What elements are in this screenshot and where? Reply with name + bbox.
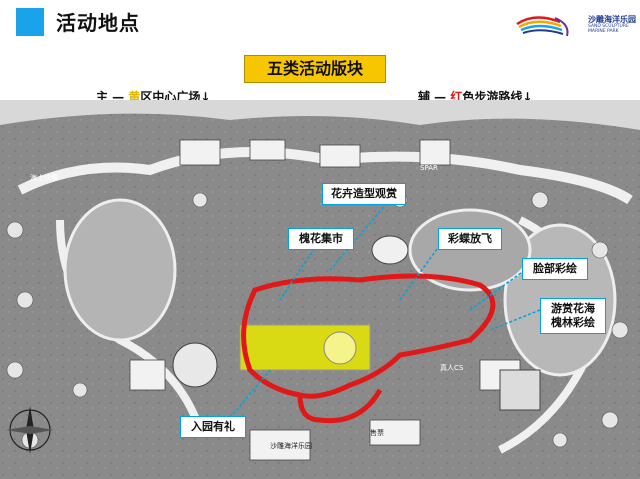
- park-map: 海上快餐 SPAR 真人CS 沙雕海洋乐园 售票: [0, 100, 640, 479]
- logo-subtext: SAND SCULPTURE MARINE PARK: [588, 24, 629, 34]
- ticket-label: 售票: [370, 428, 384, 437]
- butterfly-sculpture: [371, 235, 409, 265]
- compass-icon: [6, 406, 54, 454]
- gate-label: 沙雕海洋乐园: [270, 441, 312, 450]
- title-marker: [16, 8, 44, 36]
- spa-label: SPAR: [420, 164, 438, 172]
- sea-food-label: 海上快餐: [30, 173, 58, 182]
- tree-cluster: [6, 191, 629, 449]
- callout-butterfly: 彩蝶放飞: [438, 228, 502, 250]
- west-pond: [63, 198, 177, 342]
- central-plaza: [323, 331, 357, 365]
- callout-entry-gift: 入园有礼: [180, 416, 246, 438]
- red-route-loop: [297, 388, 383, 424]
- fountain-tower: [499, 369, 541, 411]
- callout-locust-market: 槐花集市: [288, 228, 354, 250]
- callout-flower-sea: 游赏花海 槐林彩绘: [540, 298, 606, 334]
- page-header: 活动地点 沙雕海洋乐园 SAND SCULPTURE MARINE PARK: [0, 0, 640, 48]
- park-logo: [516, 16, 569, 37]
- sea-area: [0, 100, 640, 130]
- page-title: 活动地点: [56, 11, 140, 35]
- cs-label: 真人CS: [440, 363, 464, 372]
- callout-face-paint: 脸部彩绘: [522, 258, 588, 280]
- red-route: [241, 273, 496, 399]
- section-title: 五类活动版块: [244, 55, 386, 83]
- callout-flower-sculpture: 花卉造型观赏: [322, 183, 406, 205]
- building-cluster: [129, 139, 521, 461]
- buddha-statue: [172, 342, 218, 388]
- logo-text: 沙雕海洋乐园: [588, 15, 636, 24]
